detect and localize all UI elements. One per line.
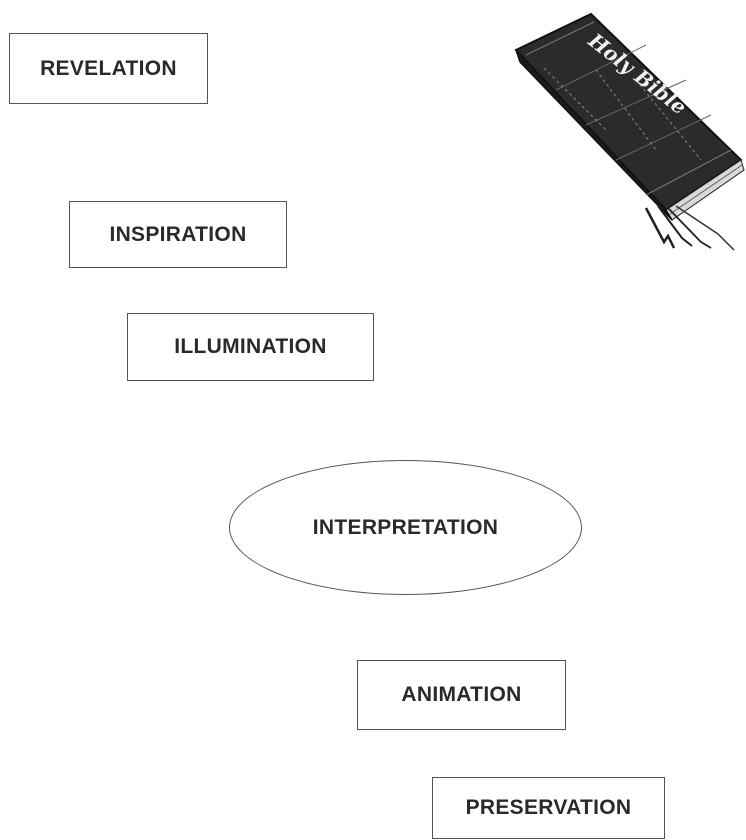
node-label: REVELATION — [40, 57, 177, 81]
node-preservation: PRESERVATION — [432, 777, 665, 839]
node-animation: ANIMATION — [357, 660, 566, 730]
bible-illustration-icon: Holy Bible — [488, 0, 746, 260]
node-label: INSPIRATION — [109, 223, 246, 247]
node-label: PRESERVATION — [466, 796, 632, 820]
node-illumination: ILLUMINATION — [127, 313, 374, 381]
node-interpretation: INTERPRETATION — [229, 460, 582, 595]
node-label: ILLUMINATION — [174, 335, 327, 359]
node-inspiration: INSPIRATION — [69, 201, 287, 268]
node-label: INTERPRETATION — [313, 516, 498, 540]
node-label: ANIMATION — [401, 683, 521, 707]
node-revelation: REVELATION — [9, 33, 208, 104]
